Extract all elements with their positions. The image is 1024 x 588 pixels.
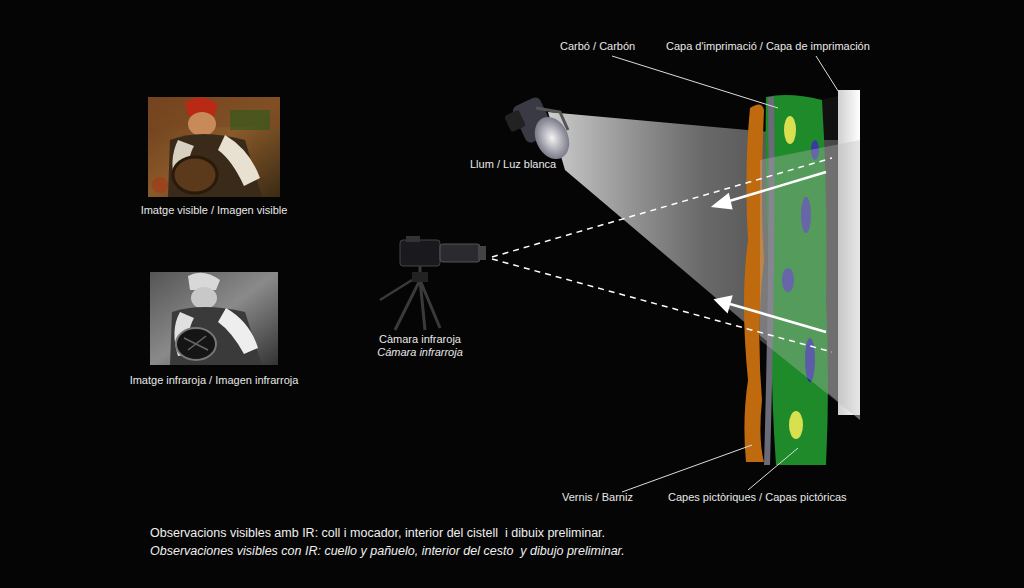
layer-label: Vernis / Barniz [562,491,633,504]
visible-image [148,97,280,197]
image-caption: Imatge visible / Imagen visible [141,204,288,217]
painting-cross-section [744,90,860,465]
camera-label: Cámara infrarroja [377,346,463,359]
light-beam [548,112,860,420]
note: Observaciones visibles con IR: cuello y … [150,544,625,559]
camera-label: Càmara infraroja [379,333,461,346]
leader-lines [612,56,840,492]
reflection-arrows [714,172,826,332]
layer-label: Carbó / Carbón [560,40,635,53]
image-caption: Imatge infraroja / Imagen infrarroja [130,374,299,387]
lamp [504,96,576,165]
infrared-image [150,272,278,365]
note: Observacions visibles amb IR: coll i moc… [150,526,605,541]
infrared-camera [380,236,486,330]
camera-view-lines [492,158,832,352]
lamp-label: Llum / Luz blanca [470,158,556,171]
layer-label: Capes pictòriques / Capas pictóricas [668,491,847,504]
layer-label: Capa d'imprimació / Capa de imprimación [666,40,870,53]
